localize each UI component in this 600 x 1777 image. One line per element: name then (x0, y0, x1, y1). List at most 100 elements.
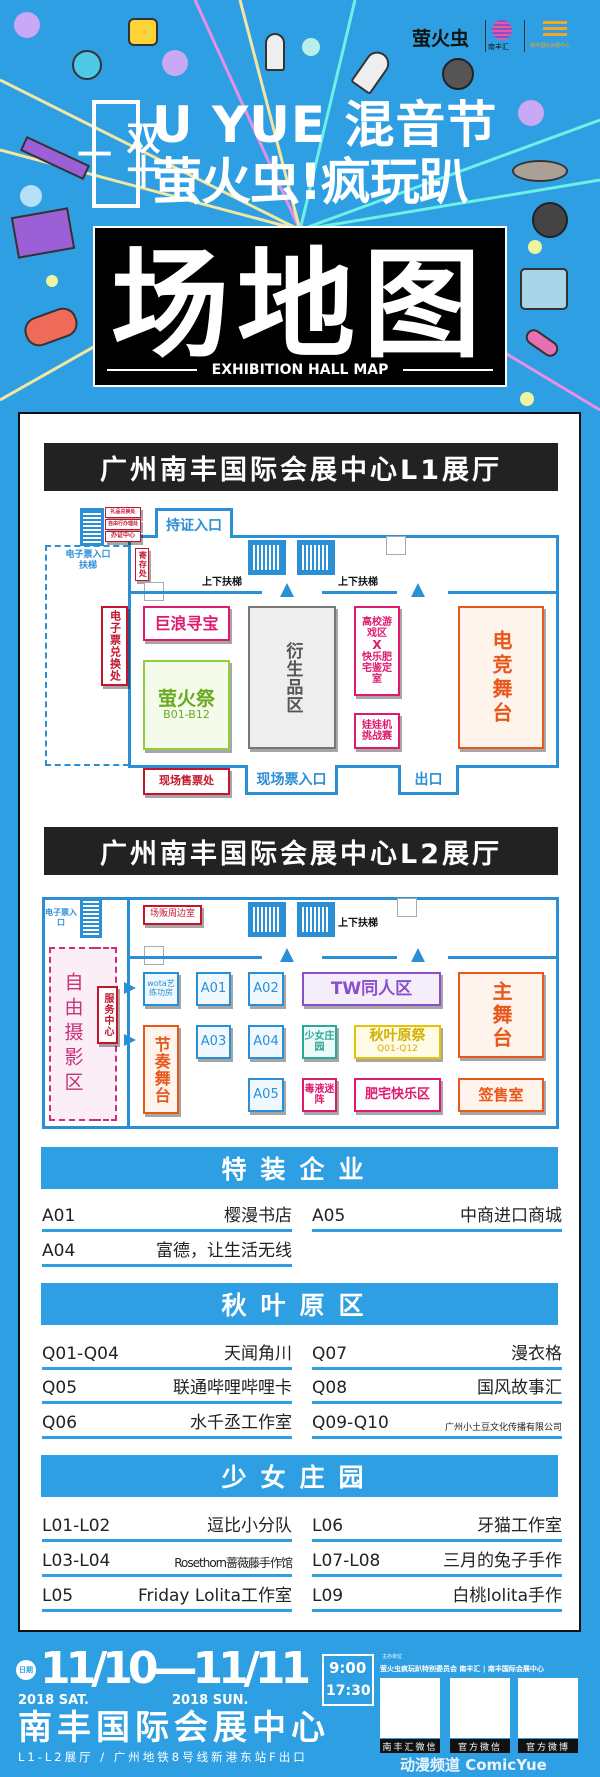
section-title-special: 特装企业 (41, 1147, 558, 1189)
l2-tw-zone[interactable]: TW同人区 (302, 972, 441, 1006)
l2-escalator-right-icon[interactable] (297, 902, 335, 937)
main-title-box: 场地图 EXHIBITION HALL MAP (93, 226, 507, 387)
day2-label: 2018 SUN. (172, 1693, 249, 1708)
subtitle-rule-left (107, 369, 197, 371)
list-item-text: 广州小土豆文化传播有限公司 (444, 1423, 562, 1433)
l1-eticket-escalator-icon (80, 508, 104, 546)
l1-corridor-line (448, 591, 558, 594)
list-item-text: Q08 (312, 1378, 348, 1398)
l2-merch-room[interactable]: 场贩周边室 (143, 905, 202, 925)
qr-label: 南丰汇微信 (380, 1739, 440, 1753)
l1-julang-treasure[interactable]: 巨浪寻宝 (143, 606, 230, 641)
event-dates: 11/10—11/11 (40, 1643, 311, 1694)
confetti-dot (46, 275, 58, 287)
list-item: A01 樱漫书店 (42, 1200, 292, 1232)
l2-up-down-arrow-icon (411, 948, 425, 962)
booth-a02[interactable]: A02 (248, 972, 284, 1006)
confetti-dot (14, 12, 40, 38)
list-item-text: A01 (42, 1206, 76, 1226)
list-item-text: 中商进口商城 (460, 1206, 562, 1226)
organizers: 萤火虫疯玩趴特别委员会 南丰汇 | 南丰国际会展中心 (380, 1665, 544, 1673)
l2-signing-room[interactable]: 签售室 (458, 1078, 544, 1112)
logo-nanfenghui: 南丰汇 (488, 43, 509, 51)
list-item-text: A04 (42, 1241, 76, 1261)
booth-a05[interactable]: A05 (248, 1078, 284, 1112)
l1-ticket-office[interactable]: 现场售票处 (143, 768, 230, 795)
booth-a01[interactable]: A01 (196, 972, 231, 1006)
list-item-text: L01-L02 (42, 1516, 111, 1536)
l1-yinghuoji-label: 萤火祭 (157, 687, 215, 710)
qr-label: 官方微信 (450, 1739, 510, 1753)
confetti-dot (520, 392, 534, 406)
handheld-console-icon (520, 268, 568, 310)
list-item-text: 水千丞工作室 (190, 1413, 292, 1433)
title-line-2: 萤火虫!疯玩趴 (152, 153, 469, 211)
booth-a03[interactable]: A03 (196, 1025, 231, 1059)
l1-escalator-left-icon[interactable] (248, 540, 286, 575)
list-item-text: 联通哔哩哔哩卡 (173, 1378, 292, 1398)
l1-up-down-arrow-icon (280, 583, 294, 597)
qr-label: 官方微博 (518, 1739, 578, 1753)
list-item-text: 樱漫书店 (224, 1206, 292, 1226)
l1-eticket-zone-dashed (45, 545, 129, 766)
list-item-text: L06 (312, 1516, 344, 1536)
l1-yinghuoji[interactable]: 萤火祭 B01-B12 (143, 660, 230, 750)
l1-claw-machine[interactable]: 娃娃机挑战赛 (354, 713, 400, 749)
time-end: 17:30 (326, 1683, 371, 1699)
l2-restroom-icon (397, 898, 417, 917)
logo-divider (485, 20, 486, 52)
title-double-eleven: 双十一 (71, 100, 160, 208)
qr-code-official-wechat (450, 1678, 510, 1738)
l1-corridor-line (322, 591, 397, 594)
list-item-text: 逗比小分队 (207, 1516, 292, 1536)
l1-escalator-right-icon[interactable] (297, 540, 335, 575)
l2-main-stage[interactable]: 主舞台 (458, 972, 544, 1058)
l2-girls-garden[interactable]: 少女庄园 (302, 1025, 337, 1059)
list-item-text: 国风故事汇 (477, 1378, 562, 1398)
l2-wota-room[interactable]: wota艺练功房 (143, 972, 179, 1006)
l1-exit[interactable]: 出口 (398, 765, 459, 795)
l2-hall-outline (42, 897, 559, 1129)
l2-venom-maze[interactable]: 毒液迷阵 (302, 1078, 337, 1112)
directions: L1-L2展厅 / 广州地铁8号线新港东站F出口 (18, 1750, 308, 1764)
vinyl-record-icon (442, 58, 474, 90)
time-start: 9:00 (329, 1659, 367, 1677)
watermark: 动漫频道 ComicYue (400, 1756, 547, 1774)
l1-esports-stage[interactable]: 电竞舞台 (458, 606, 544, 749)
l2-akiba-zone[interactable]: 秋叶原祭 Q01-Q12 (354, 1025, 441, 1059)
l2-escalator-label: 上下扶梯 (338, 918, 378, 929)
l2-akiba-code: Q01-Q12 (377, 1043, 418, 1054)
l1-corridor-line (130, 591, 262, 594)
l1-cert-entrance[interactable]: 持证入口 (155, 508, 233, 538)
list-item-text: 牙猫工作室 (477, 1516, 562, 1536)
logo-divider (524, 20, 525, 52)
list-item-text: 富德，让生活无线 (156, 1241, 292, 1261)
l2-left-right-arrow-icon (124, 1034, 136, 1046)
l1-hall-outline (128, 535, 559, 768)
l1-restroom-icon (386, 536, 406, 555)
l1-derivatives-zone[interactable]: 衍生品区 (248, 606, 336, 749)
list-item-text: L09 (312, 1586, 344, 1606)
l1-campus-game-zone[interactable]: 高校游戏区 X 快乐肥宅鉴定室 (354, 606, 400, 696)
l2-service-center[interactable]: 服务中心 (97, 986, 118, 1044)
time-box: 9:00 17:30 (322, 1654, 374, 1706)
qr-code-official-weibo (518, 1678, 578, 1738)
l1-onsite-entrance[interactable]: 现场票入口 (245, 765, 338, 795)
list-item-text: Rosethorn蔷薇藤手作馆 (174, 1556, 293, 1570)
l2-escalator-left-icon[interactable] (248, 902, 286, 937)
l2-feizhai-zone[interactable]: 肥宅快乐区 (354, 1078, 441, 1112)
l2-hall-title: 广州南丰国际会展中心L2展厅 (44, 827, 558, 875)
booth-a04[interactable]: A04 (248, 1025, 284, 1059)
l1-self-service: 自由行办理处 (105, 519, 141, 530)
ufo-icon (512, 160, 568, 182)
list-item-text: Q05 (42, 1378, 78, 1398)
subtitle-rule-right (403, 369, 493, 371)
l2-rhythm-stage[interactable]: 节奏舞台 (143, 1025, 179, 1114)
organizer-label: 主办单位 (382, 1654, 403, 1660)
l2-photo-zone[interactable]: 自由摄影区 (49, 947, 95, 1121)
list-item-text: Q01-Q04 (42, 1344, 119, 1364)
